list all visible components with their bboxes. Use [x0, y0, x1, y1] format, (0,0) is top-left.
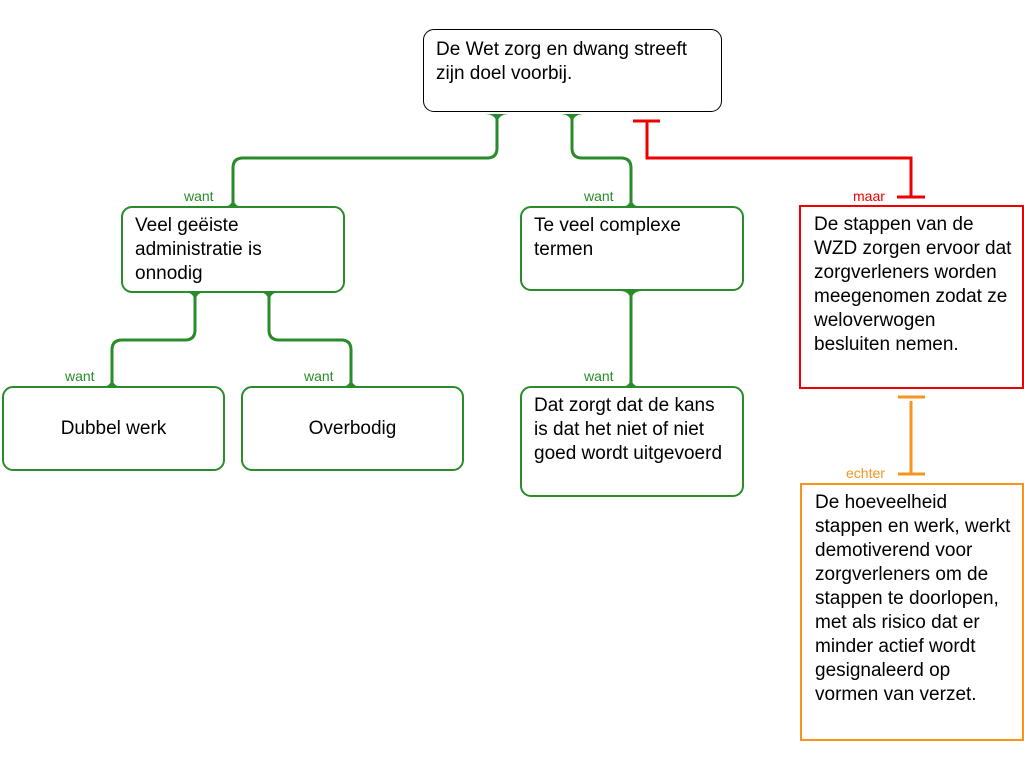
connector-root-reason-1: [231, 115, 499, 206]
connector-label-want: want: [304, 368, 334, 384]
reason-text-2: Te veel complexe termen: [534, 215, 681, 260]
root-claim-text: De Wet zorg en dwang streeft zijn doel v…: [436, 39, 687, 84]
reason-text-1: Veel geëiste administratie is onnodig: [135, 215, 262, 284]
rebuttal-box[interactable]: De hoeveelheid stappen en werk, werkt de…: [800, 483, 1024, 741]
reason-box-1[interactable]: Veel geëiste administratie is onnodig: [121, 206, 345, 293]
root-claim-box[interactable]: De Wet zorg en dwang streeft zijn doel v…: [423, 29, 722, 112]
connector-label-want: want: [65, 368, 95, 384]
rebuttal-text: De hoeveelheid stappen en werk, werkt de…: [815, 492, 1011, 705]
reason-box-2[interactable]: Te veel complexe termen: [520, 206, 744, 291]
objection-box[interactable]: De stappen van de WZD zorgen ervoor dat …: [799, 205, 1024, 389]
objection-connector: [633, 119, 925, 199]
connector-label-want: want: [184, 188, 214, 204]
reason-1-child-box-2[interactable]: Overbodig: [241, 386, 464, 471]
connector-label-want: want: [584, 368, 614, 384]
reason-2-child-text-1: Dat zorgt dat de kans is dat het niet of…: [534, 395, 723, 464]
connector-label-maar: maar: [853, 188, 885, 204]
rebuttal-connector: [898, 395, 925, 476]
reason-1-child-text-2: Overbodig: [308, 417, 397, 439]
connector-label-echter: echter: [846, 465, 885, 481]
connector-reason-1-child-1: [110, 292, 197, 386]
connector-label-want: want: [584, 188, 614, 204]
reason-2-child-box-1[interactable]: Dat zorgt dat de kans is dat het niet of…: [520, 386, 744, 497]
reason-1-child-text-1: Dubbel werk: [60, 417, 167, 439]
connector-root-reason-2: [570, 115, 633, 206]
junction-flares: [101, 114, 642, 387]
reason-1-child-box-1[interactable]: Dubbel werk: [2, 386, 225, 471]
objection-text: De stappen van de WZD zorgen ervoor dat …: [814, 214, 1012, 355]
connector-reason-1-child-2: [267, 292, 353, 386]
